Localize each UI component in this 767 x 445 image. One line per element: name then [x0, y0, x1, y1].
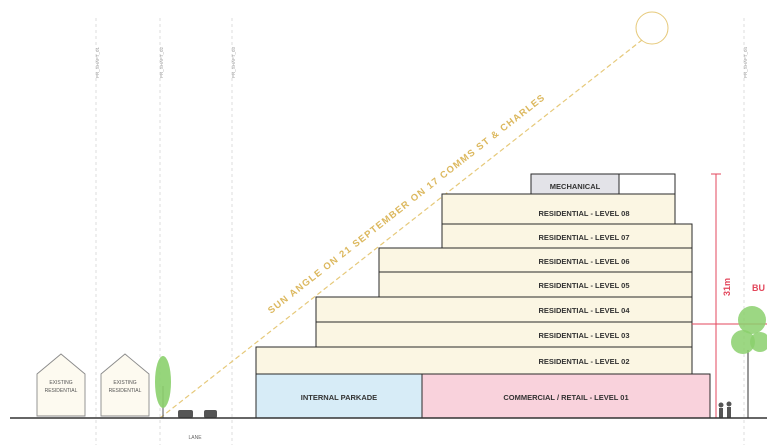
level-label: RESIDENTIAL - LEVEL 05: [539, 281, 630, 290]
gridline-label: PR_SHAFT_03: [231, 46, 236, 78]
gridline-label: PR_SHAFT_04: [743, 46, 748, 78]
level-label: RESIDENTIAL - LEVEL 03: [539, 331, 630, 340]
commercial-retail-level: [421, 373, 711, 419]
floor-level-07: [441, 223, 693, 249]
house-label: RESIDENTIAL: [45, 388, 78, 394]
house-label: EXISTING: [113, 380, 136, 386]
existing-house: EXISTING RESIDENTIAL: [100, 353, 150, 417]
sun-icon: [635, 11, 669, 45]
level-label: RESIDENTIAL - LEVEL 04: [539, 306, 631, 315]
tree-icon: [155, 356, 171, 418]
existing-house: EXISTING RESIDENTIAL: [36, 353, 86, 417]
house-outline: [36, 353, 86, 417]
gridline-label: PR_SHAFT_02: [159, 46, 164, 78]
floor-level-04: [315, 296, 693, 323]
floor-level-05: [378, 271, 693, 298]
house-label: EXISTING: [49, 380, 72, 386]
floor-level-08: [441, 193, 676, 225]
mechanical-roof-outline: [618, 173, 676, 195]
level-label: COMMERCIAL / RETAIL - LEVEL 01: [503, 393, 628, 402]
gridline-labels: PR_SHAFT_01 PR_SHAFT_02 PR_SHAFT_03 PR_S…: [95, 46, 748, 78]
building: MECHANICAL RESIDENTIAL - LEVEL 08 RESIDE…: [255, 173, 711, 419]
level-label: INTERNAL PARKADE: [301, 393, 377, 402]
level-label: RESIDENTIAL - LEVEL 07: [539, 233, 630, 242]
level-label: RESIDENTIAL - LEVEL 08: [539, 209, 630, 218]
gridline-label: PR_SHAFT_01: [95, 46, 100, 78]
car-icon: [178, 410, 217, 418]
floor-level-06: [378, 247, 693, 273]
people-icon: [718, 401, 732, 418]
house-outline: [100, 353, 150, 417]
level-label: RESIDENTIAL - LEVEL 02: [539, 357, 630, 366]
level-label: RESIDENTIAL - LEVEL 06: [539, 257, 630, 266]
level-label: MECHANICAL: [550, 182, 601, 191]
house-label: RESIDENTIAL: [109, 388, 142, 394]
edge-label: BU: [752, 283, 765, 293]
floor-level-02: [255, 346, 693, 375]
tree-icon: [731, 306, 767, 418]
sun-angle-line: [159, 39, 643, 419]
height-dimension-label: 31m: [722, 278, 732, 296]
lane-label: LANE: [188, 435, 202, 441]
floor-level-03: [315, 321, 693, 348]
